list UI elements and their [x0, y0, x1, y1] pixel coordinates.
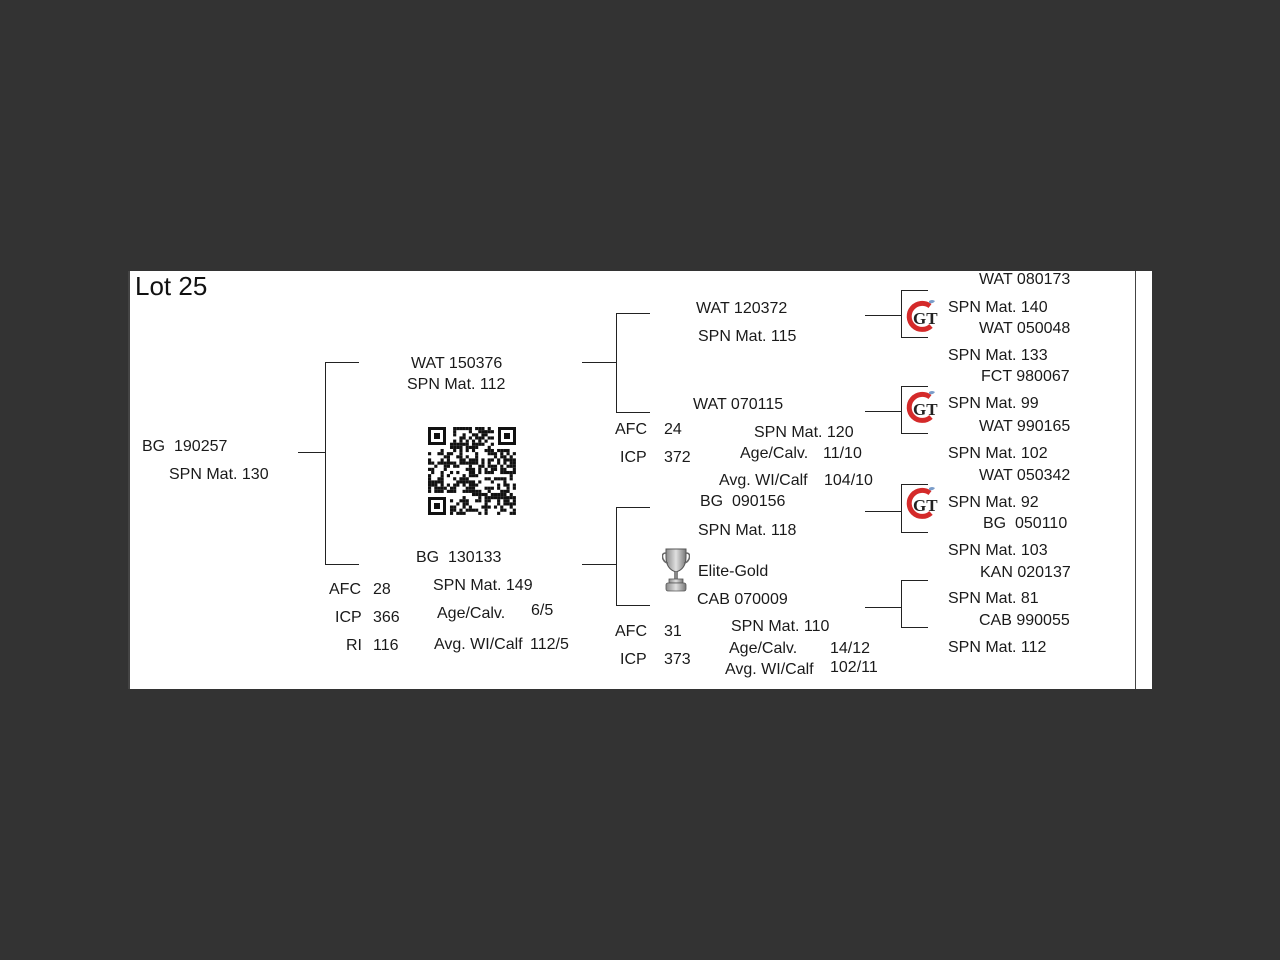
bracket-connector: [582, 362, 616, 363]
sire-dam-id: WAT 070115: [693, 396, 784, 413]
sire-dam-spn: SPN Mat. 120: [754, 424, 854, 441]
ggp-id: WAT 990165: [979, 418, 1071, 435]
bracket-top: [901, 290, 928, 291]
dam-stat-label: RI: [346, 637, 362, 654]
dam-spn: SPN Mat. 149: [433, 577, 533, 594]
bracket-bottom: [325, 564, 359, 565]
bracket-vertical: [901, 580, 902, 628]
bracket-vertical: [901, 290, 902, 338]
dam-dam-id: CAB 070009: [697, 591, 788, 608]
ggp-id: WAT 080173: [979, 271, 1071, 288]
dam-id: BG 130133: [416, 549, 502, 566]
ggp-id: WAT 050342: [979, 467, 1071, 484]
bracket-vertical: [901, 484, 902, 533]
sire-dam-stat-value: 372: [664, 449, 691, 466]
gt-logo-icon: GT: [906, 300, 938, 332]
dam-dam-stat-label: AFC: [615, 623, 647, 640]
bracket-bottom: [616, 412, 650, 413]
dam-stat-label: AFC: [329, 581, 361, 598]
page-edge-left: [128, 271, 130, 689]
bracket-vertical: [901, 386, 902, 434]
dam-avg-value: 112/5: [530, 636, 569, 653]
dam-dam-stat-label: ICP: [620, 651, 647, 668]
bracket-connector: [865, 511, 901, 512]
ggp-spn: SPN Mat. 102: [948, 445, 1048, 462]
bracket-bottom: [616, 605, 650, 606]
ggp-id: BG 050110: [983, 515, 1068, 532]
page-edge-right: [1135, 271, 1136, 689]
sire-dam-age-value: 11/10: [823, 445, 862, 462]
dam-dam-avg-value: 102/11: [830, 659, 878, 676]
dam-age-label: Age/Calv.: [437, 605, 506, 622]
dam-sire-spn: SPN Mat. 118: [698, 522, 797, 539]
ggp-spn: SPN Mat. 81: [948, 590, 1039, 607]
bracket-top: [901, 386, 928, 387]
subject-id: BG 190257: [142, 438, 228, 455]
dam-dam-age-value: 14/12: [830, 640, 871, 657]
gt-logo-icon: GT: [906, 391, 938, 423]
bracket-top: [325, 362, 359, 363]
dam-stat-value: 28: [373, 581, 391, 598]
ggp-spn: SPN Mat. 112: [948, 639, 1047, 656]
gt-logo-icon: GT: [906, 487, 938, 519]
dam-avg-label: Avg. WI/Calf: [434, 636, 523, 653]
logo-lettering: GT: [913, 309, 938, 328]
ggp-spn: SPN Mat. 92: [948, 494, 1039, 511]
bracket-bottom: [901, 433, 928, 434]
elite-gold-badge: Elite-Gold: [698, 563, 769, 580]
logo-lettering: GT: [913, 400, 938, 419]
bracket-vertical: [325, 362, 326, 565]
bracket-vertical: [616, 313, 617, 412]
bracket-connector: [865, 315, 901, 316]
logo-lettering: GT: [913, 496, 938, 515]
ggp-id: WAT 050048: [979, 320, 1071, 337]
dam-dam-age-label: Age/Calv.: [729, 640, 798, 657]
ggp-id: CAB 990055: [979, 612, 1070, 629]
ggp-spn: SPN Mat. 99: [948, 395, 1039, 412]
lot-title: Lot 25: [135, 271, 208, 301]
qr-code-icon: [428, 427, 516, 515]
sire-dam-avg-label: Avg. WI/Calf: [719, 472, 808, 489]
bracket-bottom: [901, 532, 928, 533]
dam-stat-label: ICP: [335, 609, 362, 626]
bracket-connector: [865, 607, 901, 608]
ggp-spn: SPN Mat. 103: [948, 542, 1048, 559]
dam-sire-id: BG 090156: [700, 493, 786, 510]
dam-dam-stat-value: 373: [664, 651, 691, 668]
bracket-connector: [582, 564, 616, 565]
pedigree-document: Lot 25 BG 190257 SPN Mat. 130 WAT 150376…: [128, 271, 1152, 689]
dam-age-value: 6/5: [531, 602, 554, 619]
dam-stat-value: 116: [373, 637, 399, 654]
bracket-vertical: [616, 507, 617, 605]
bracket-connector: [865, 411, 901, 412]
ggp-spn: SPN Mat. 140: [948, 299, 1048, 316]
sire-sire-spn: SPN Mat. 115: [698, 328, 797, 345]
bracket-bottom: [901, 627, 928, 628]
sire-dam-age-label: Age/Calv.: [740, 445, 809, 462]
sire-id: WAT 150376: [411, 355, 503, 372]
bracket-top: [616, 507, 650, 508]
sire-dam-avg-value: 104/10: [824, 472, 873, 489]
sire-dam-stat-label: AFC: [615, 421, 647, 438]
sire-dam-stat-label: ICP: [620, 449, 647, 466]
dam-dam-spn: SPN Mat. 110: [731, 618, 830, 635]
trophy-icon: [662, 548, 690, 592]
bracket-top: [616, 313, 650, 314]
bracket-connector: [298, 452, 325, 453]
ggp-spn: SPN Mat. 133: [948, 347, 1048, 364]
dam-dam-stat-value: 31: [664, 623, 682, 640]
dam-stat-value: 366: [373, 609, 400, 626]
bracket-bottom: [901, 337, 928, 338]
subject-spn: SPN Mat. 130: [169, 466, 269, 483]
sire-spn: SPN Mat. 112: [407, 376, 506, 393]
sire-dam-stat-value: 24: [664, 421, 682, 438]
bracket-top: [901, 580, 928, 581]
sire-sire-id: WAT 120372: [696, 300, 788, 317]
dam-dam-avg-label: Avg. WI/Calf: [725, 661, 814, 678]
bracket-top: [901, 484, 928, 485]
ggp-id: KAN 020137: [980, 564, 1071, 581]
ggp-id: FCT 980067: [981, 368, 1070, 385]
